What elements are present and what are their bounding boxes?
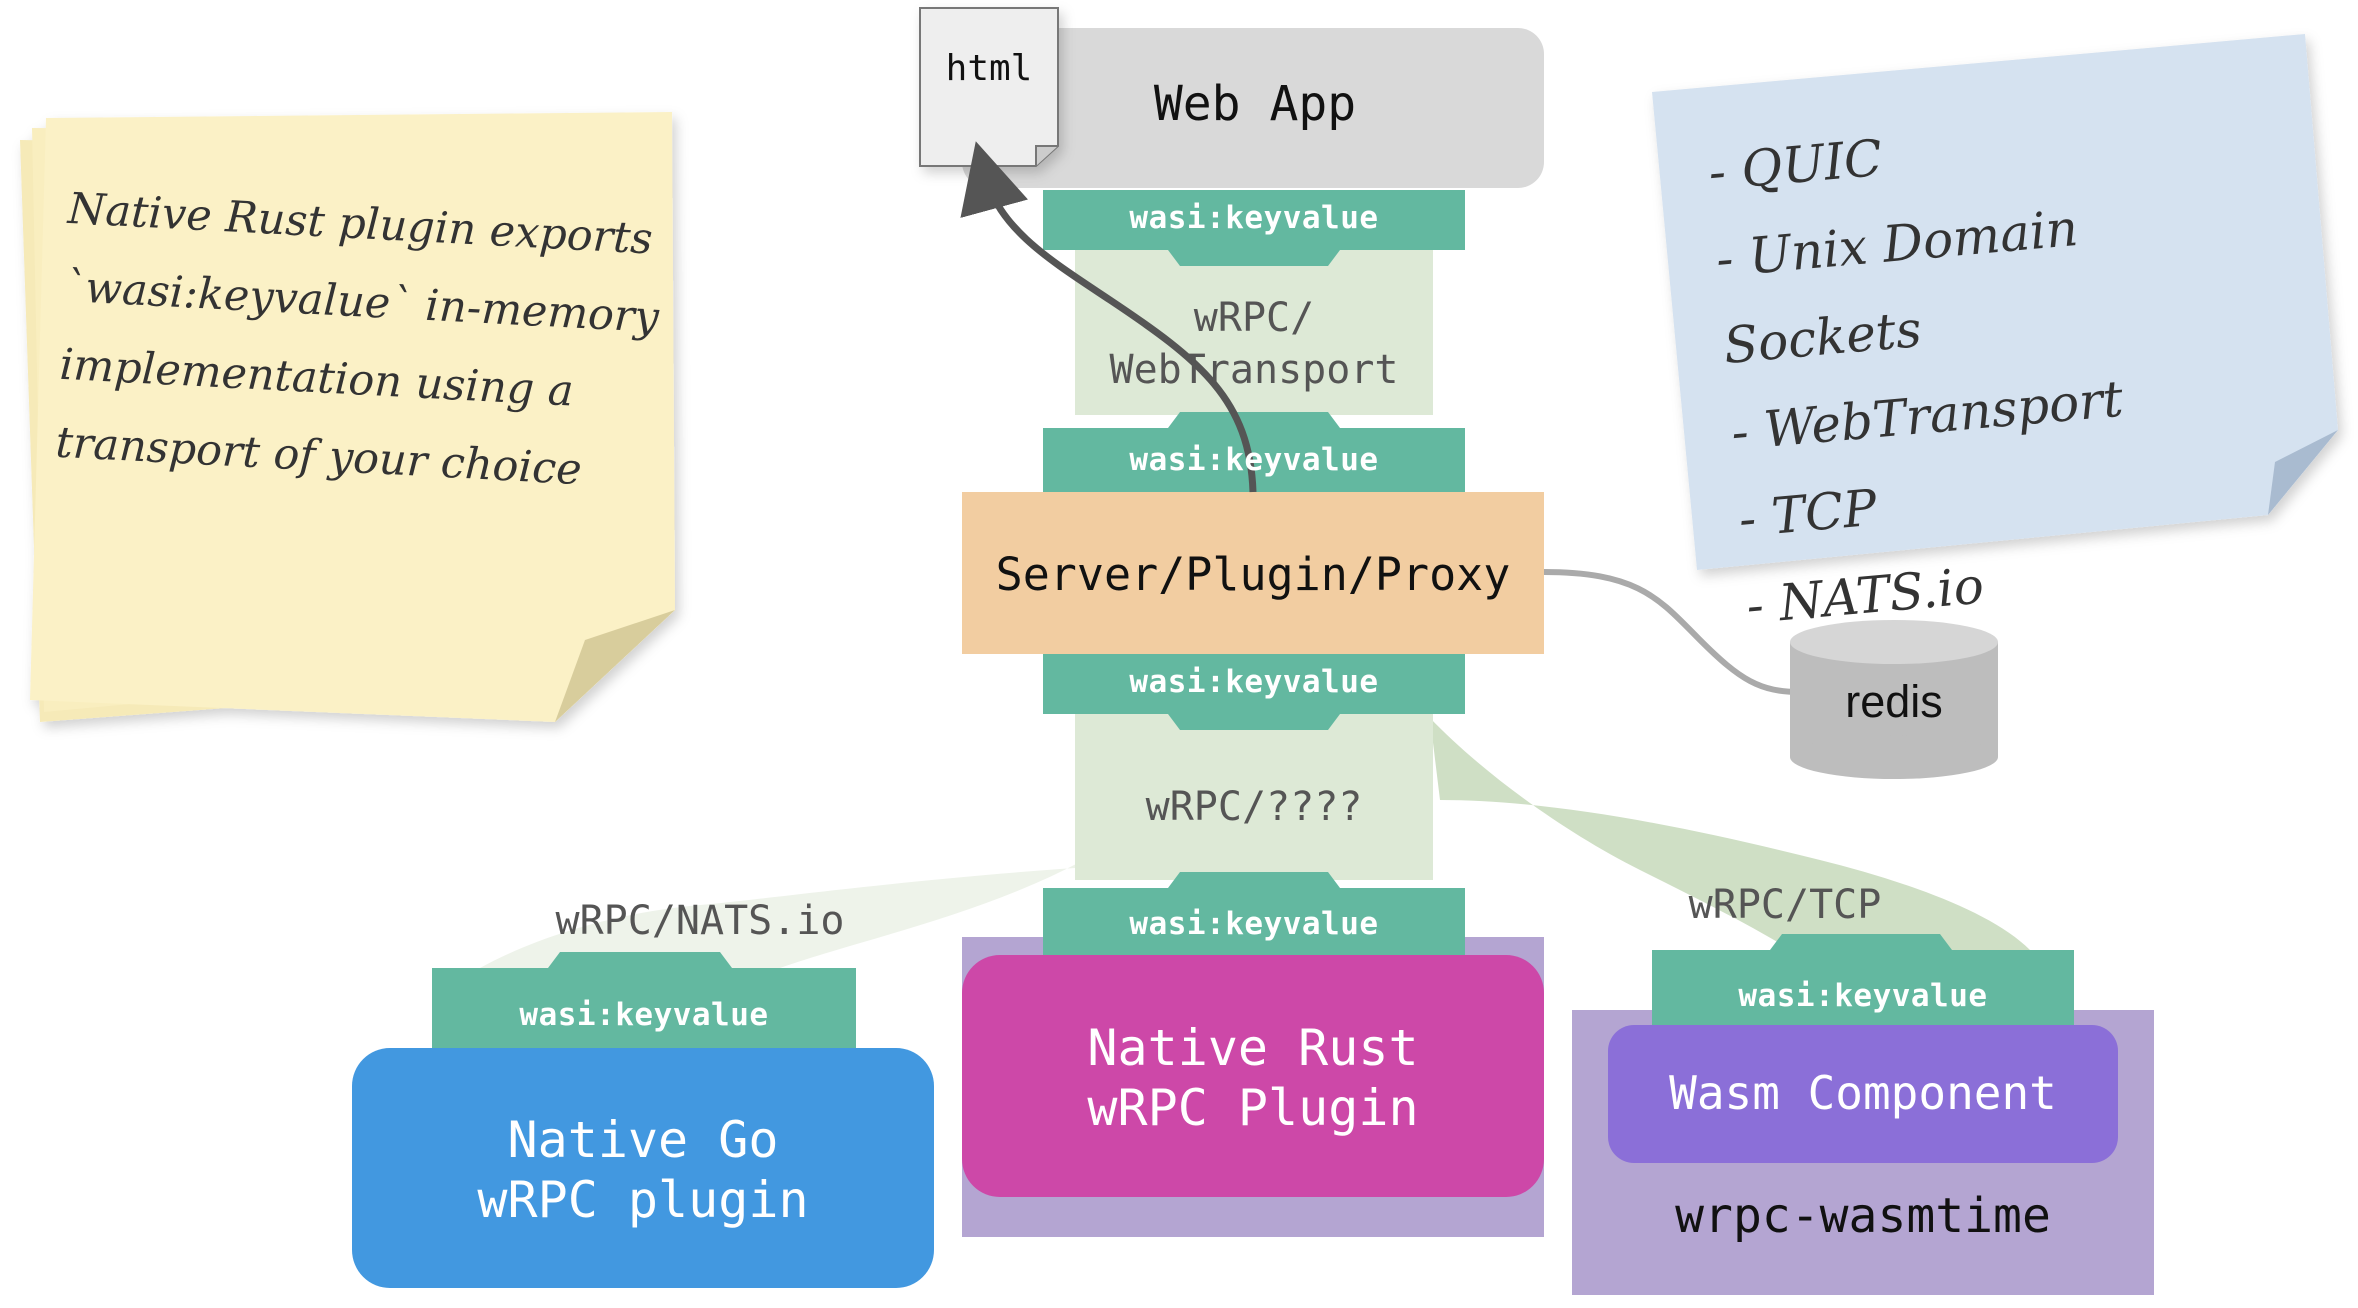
tcp-transport-label: wRPC/TCP xyxy=(1688,882,1882,928)
redis-connector xyxy=(1543,569,1801,695)
unknown-transport-label: wRPC/???? xyxy=(1145,784,1363,830)
kv-label-server-bottom: wasi:keyvalue xyxy=(1129,664,1379,700)
go-plugin-label-line-1: Native Go xyxy=(507,1111,779,1169)
wasm-component-label: Wasm Component xyxy=(1669,1066,2057,1120)
server-label: Server/Plugin/Proxy xyxy=(995,548,1511,601)
wasm-host-label: wrpc-wasmtime xyxy=(1675,1188,2051,1244)
left-sticky-note xyxy=(20,112,675,722)
return-arrow xyxy=(960,141,1257,493)
kv-label-wasm: wasi:keyvalue xyxy=(1738,978,1988,1014)
kv-tab-shapes xyxy=(432,190,2074,1048)
nats-transport-label: wRPC/NATS.io xyxy=(555,898,845,944)
rust-plugin-box xyxy=(962,955,1544,1197)
html-document-icon xyxy=(919,7,1059,167)
right-note-text: - QUIC - Unix Domain Sockets - WebTransp… xyxy=(1705,81,2308,650)
kv-label-go: wasi:keyvalue xyxy=(519,997,769,1033)
wasm-component-box xyxy=(1608,1025,2118,1163)
redis-label: redis xyxy=(1845,676,1943,727)
rust-plugin-label: Native Rust wRPC Plugin xyxy=(962,1018,1544,1138)
webtransport-label-line-2: WebTransport xyxy=(1109,347,1399,393)
go-plugin-label: Native Go wRPC plugin xyxy=(352,1110,934,1230)
kv-label-webapp: wasi:keyvalue xyxy=(1129,200,1379,236)
webtransport-label: wRPC/ WebTransport xyxy=(1075,292,1433,396)
tcp-transport-band xyxy=(1430,718,2030,950)
nats-transport-band xyxy=(480,718,1080,968)
rust-plugin-label-line-1: Native Rust xyxy=(1087,1019,1419,1077)
right-sticky-note xyxy=(1652,34,2338,570)
web-app-label: Web App xyxy=(1153,76,1357,132)
web-app-box xyxy=(962,28,1544,188)
unknown-transport-column xyxy=(1075,712,1433,880)
webtransport-label-line-1: wRPC/ xyxy=(1193,295,1315,341)
rust-plugin-label-line-2: wRPC Plugin xyxy=(1087,1079,1419,1137)
left-note-text: Native Rust plugin exports `wasi:keyvalu… xyxy=(54,170,670,513)
go-plugin-label-line-2: wRPC plugin xyxy=(477,1171,809,1229)
html-doc-label: html xyxy=(945,48,1033,89)
go-plugin-box xyxy=(352,1048,934,1288)
redis-cylinder xyxy=(1790,620,1998,779)
kv-label-rust: wasi:keyvalue xyxy=(1129,906,1379,942)
kv-label-server-top: wasi:keyvalue xyxy=(1129,442,1379,478)
server-box xyxy=(962,492,1544,654)
webtransport-column xyxy=(1075,250,1433,415)
